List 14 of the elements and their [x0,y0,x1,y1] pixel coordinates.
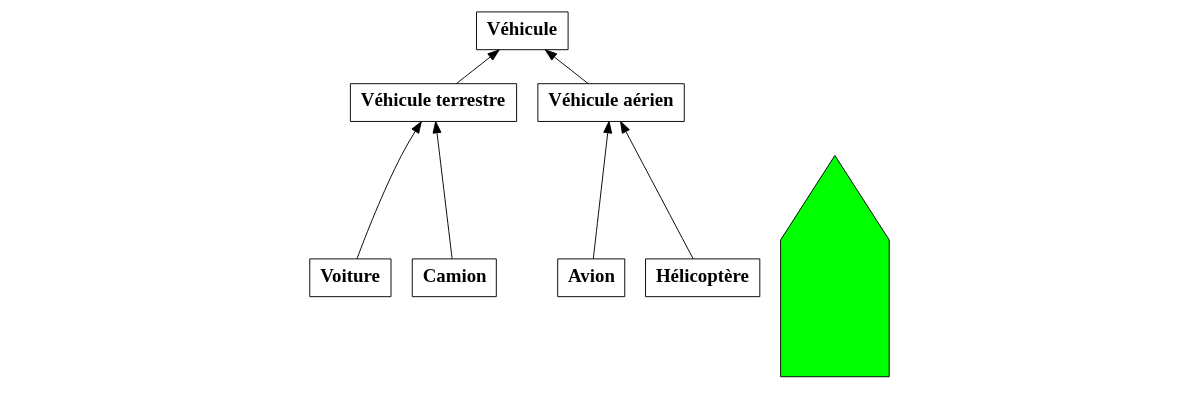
node-box: Voiture [308,258,391,298]
arrow [544,49,589,85]
arrow [432,121,453,260]
node-box: Véhicule [475,11,569,51]
node-arrow [779,155,890,378]
node-box: Véhicule terrestre [349,83,517,122]
arrow [619,121,693,260]
arrow [592,121,612,260]
arrow [455,49,500,85]
node-box: Véhicule aérien [536,83,685,122]
node-box: Camion [411,258,497,298]
node-box: Hélicoptère [644,258,760,298]
node-box: Avion [556,258,625,298]
arrow [356,121,422,260]
